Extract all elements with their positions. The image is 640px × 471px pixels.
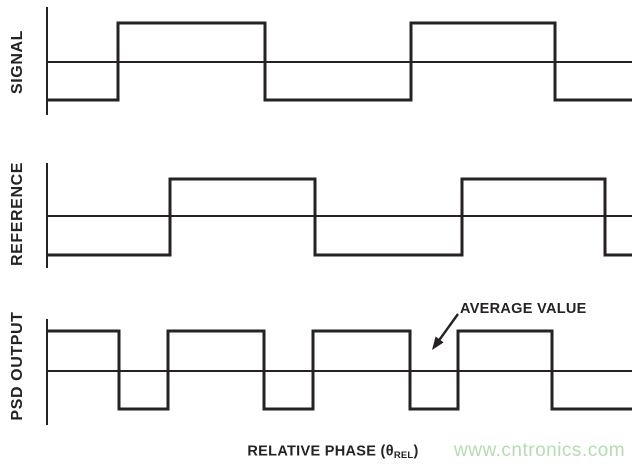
theta-symbol: θ bbox=[385, 443, 394, 460]
x-axis-label-text: RELATIVE PHASE ( bbox=[247, 443, 386, 460]
average-value-arrow-shaft bbox=[436, 313, 459, 343]
theta-subscript: REL bbox=[393, 449, 414, 461]
waveform-psd-output bbox=[47, 329, 632, 411]
ylabel-reference: REFERENCE bbox=[9, 161, 26, 267]
ylabel-psd-output: PSD OUTPUT bbox=[9, 311, 26, 421]
average-value-label: AVERAGE VALUE bbox=[460, 301, 587, 317]
ylabel-signal: SIGNAL bbox=[9, 29, 26, 95]
waveform-reference bbox=[47, 177, 632, 257]
waveform-signal bbox=[47, 21, 632, 102]
watermark: www.cntronics.com bbox=[454, 440, 626, 461]
x-axis-label-close: ) bbox=[413, 443, 419, 460]
x-axis-label: RELATIVE PHASE (θREL) bbox=[247, 443, 418, 461]
average-value-arrowhead bbox=[432, 336, 444, 350]
